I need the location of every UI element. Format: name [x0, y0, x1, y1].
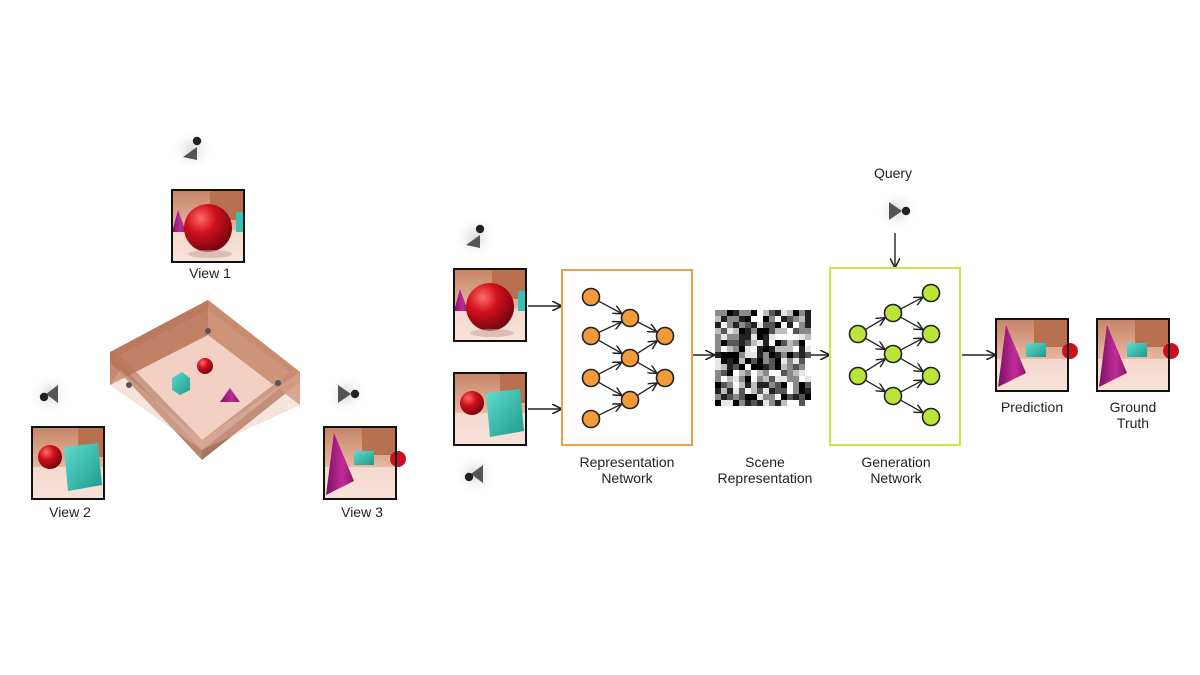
isometric-room [110, 300, 300, 460]
generation-edge [900, 316, 922, 329]
generation-node [883, 303, 903, 323]
representation-node [620, 348, 640, 368]
query-label: Query [874, 165, 912, 181]
generation-edge [900, 357, 923, 371]
generation-network-label-line2: Network [870, 470, 922, 486]
view2-label: View 2 [49, 504, 91, 520]
representation-edge [637, 383, 657, 396]
scene-representation-label-line2: Representation [718, 470, 813, 486]
scene-representation-grid [715, 310, 811, 406]
representation-node [620, 308, 640, 328]
representation-node [581, 287, 601, 307]
camera-icon-view3 [324, 372, 368, 416]
ground-truth-label-line2: Truth [1117, 415, 1149, 431]
generation-edge [900, 339, 922, 351]
room-cube [172, 372, 190, 395]
camera-icon-view1 [170, 128, 214, 172]
view1-label: View 1 [189, 265, 231, 281]
representation-network-label-line2: Network [601, 470, 653, 486]
representation-node [581, 368, 601, 388]
generation-node [921, 283, 941, 303]
generation-node [921, 324, 941, 344]
representation-edge [637, 341, 657, 354]
room-sphere [197, 358, 213, 374]
representation-network-label-line1: Representation [580, 454, 675, 470]
input-image-1 [453, 268, 527, 342]
representation-edge [598, 381, 621, 395]
prediction-label: Prediction [1001, 399, 1063, 415]
representation-edge [637, 321, 656, 331]
prediction-image [995, 318, 1079, 392]
representation-edge [598, 404, 621, 416]
camera-icon-view2 [28, 372, 72, 416]
representation-node [620, 390, 640, 410]
generation-network-graph [848, 283, 941, 427]
generation-node [921, 366, 941, 386]
generation-node [848, 366, 868, 386]
view1-image [171, 189, 245, 263]
generation-edge [865, 379, 885, 391]
generation-edge [865, 337, 885, 349]
camera-icon-input1 [453, 216, 497, 260]
camera-icon-query [875, 189, 919, 233]
generation-edge [900, 298, 922, 310]
representation-network-graph [581, 287, 675, 429]
representation-node [581, 326, 601, 346]
ground-truth-image [1096, 318, 1180, 392]
scene-representation-label-line1: Scene [745, 454, 785, 470]
representation-edge [598, 339, 621, 353]
representation-edge [598, 300, 621, 313]
camera-icon-input2 [453, 452, 497, 496]
generation-edge [865, 359, 885, 372]
representation-node [581, 409, 601, 429]
generation-node [883, 386, 903, 406]
generation-node [921, 407, 941, 427]
generation-node [848, 324, 868, 344]
room-cone [220, 388, 240, 402]
generation-node [883, 344, 903, 364]
ground-truth-label-line1: Ground [1110, 399, 1157, 415]
generation-edge [900, 399, 922, 412]
representation-edge [637, 361, 657, 373]
representation-edge [598, 363, 621, 375]
representation-node [655, 368, 675, 388]
representation-node [655, 326, 675, 346]
view3-image [323, 426, 407, 500]
representation-edge [598, 322, 621, 333]
view3-label: View 3 [341, 504, 383, 520]
generation-network-label-line1: Generation [861, 454, 930, 470]
generation-edge [900, 381, 922, 393]
view2-image [31, 426, 105, 500]
input-image-2 [453, 372, 527, 446]
generation-edge [865, 318, 885, 330]
